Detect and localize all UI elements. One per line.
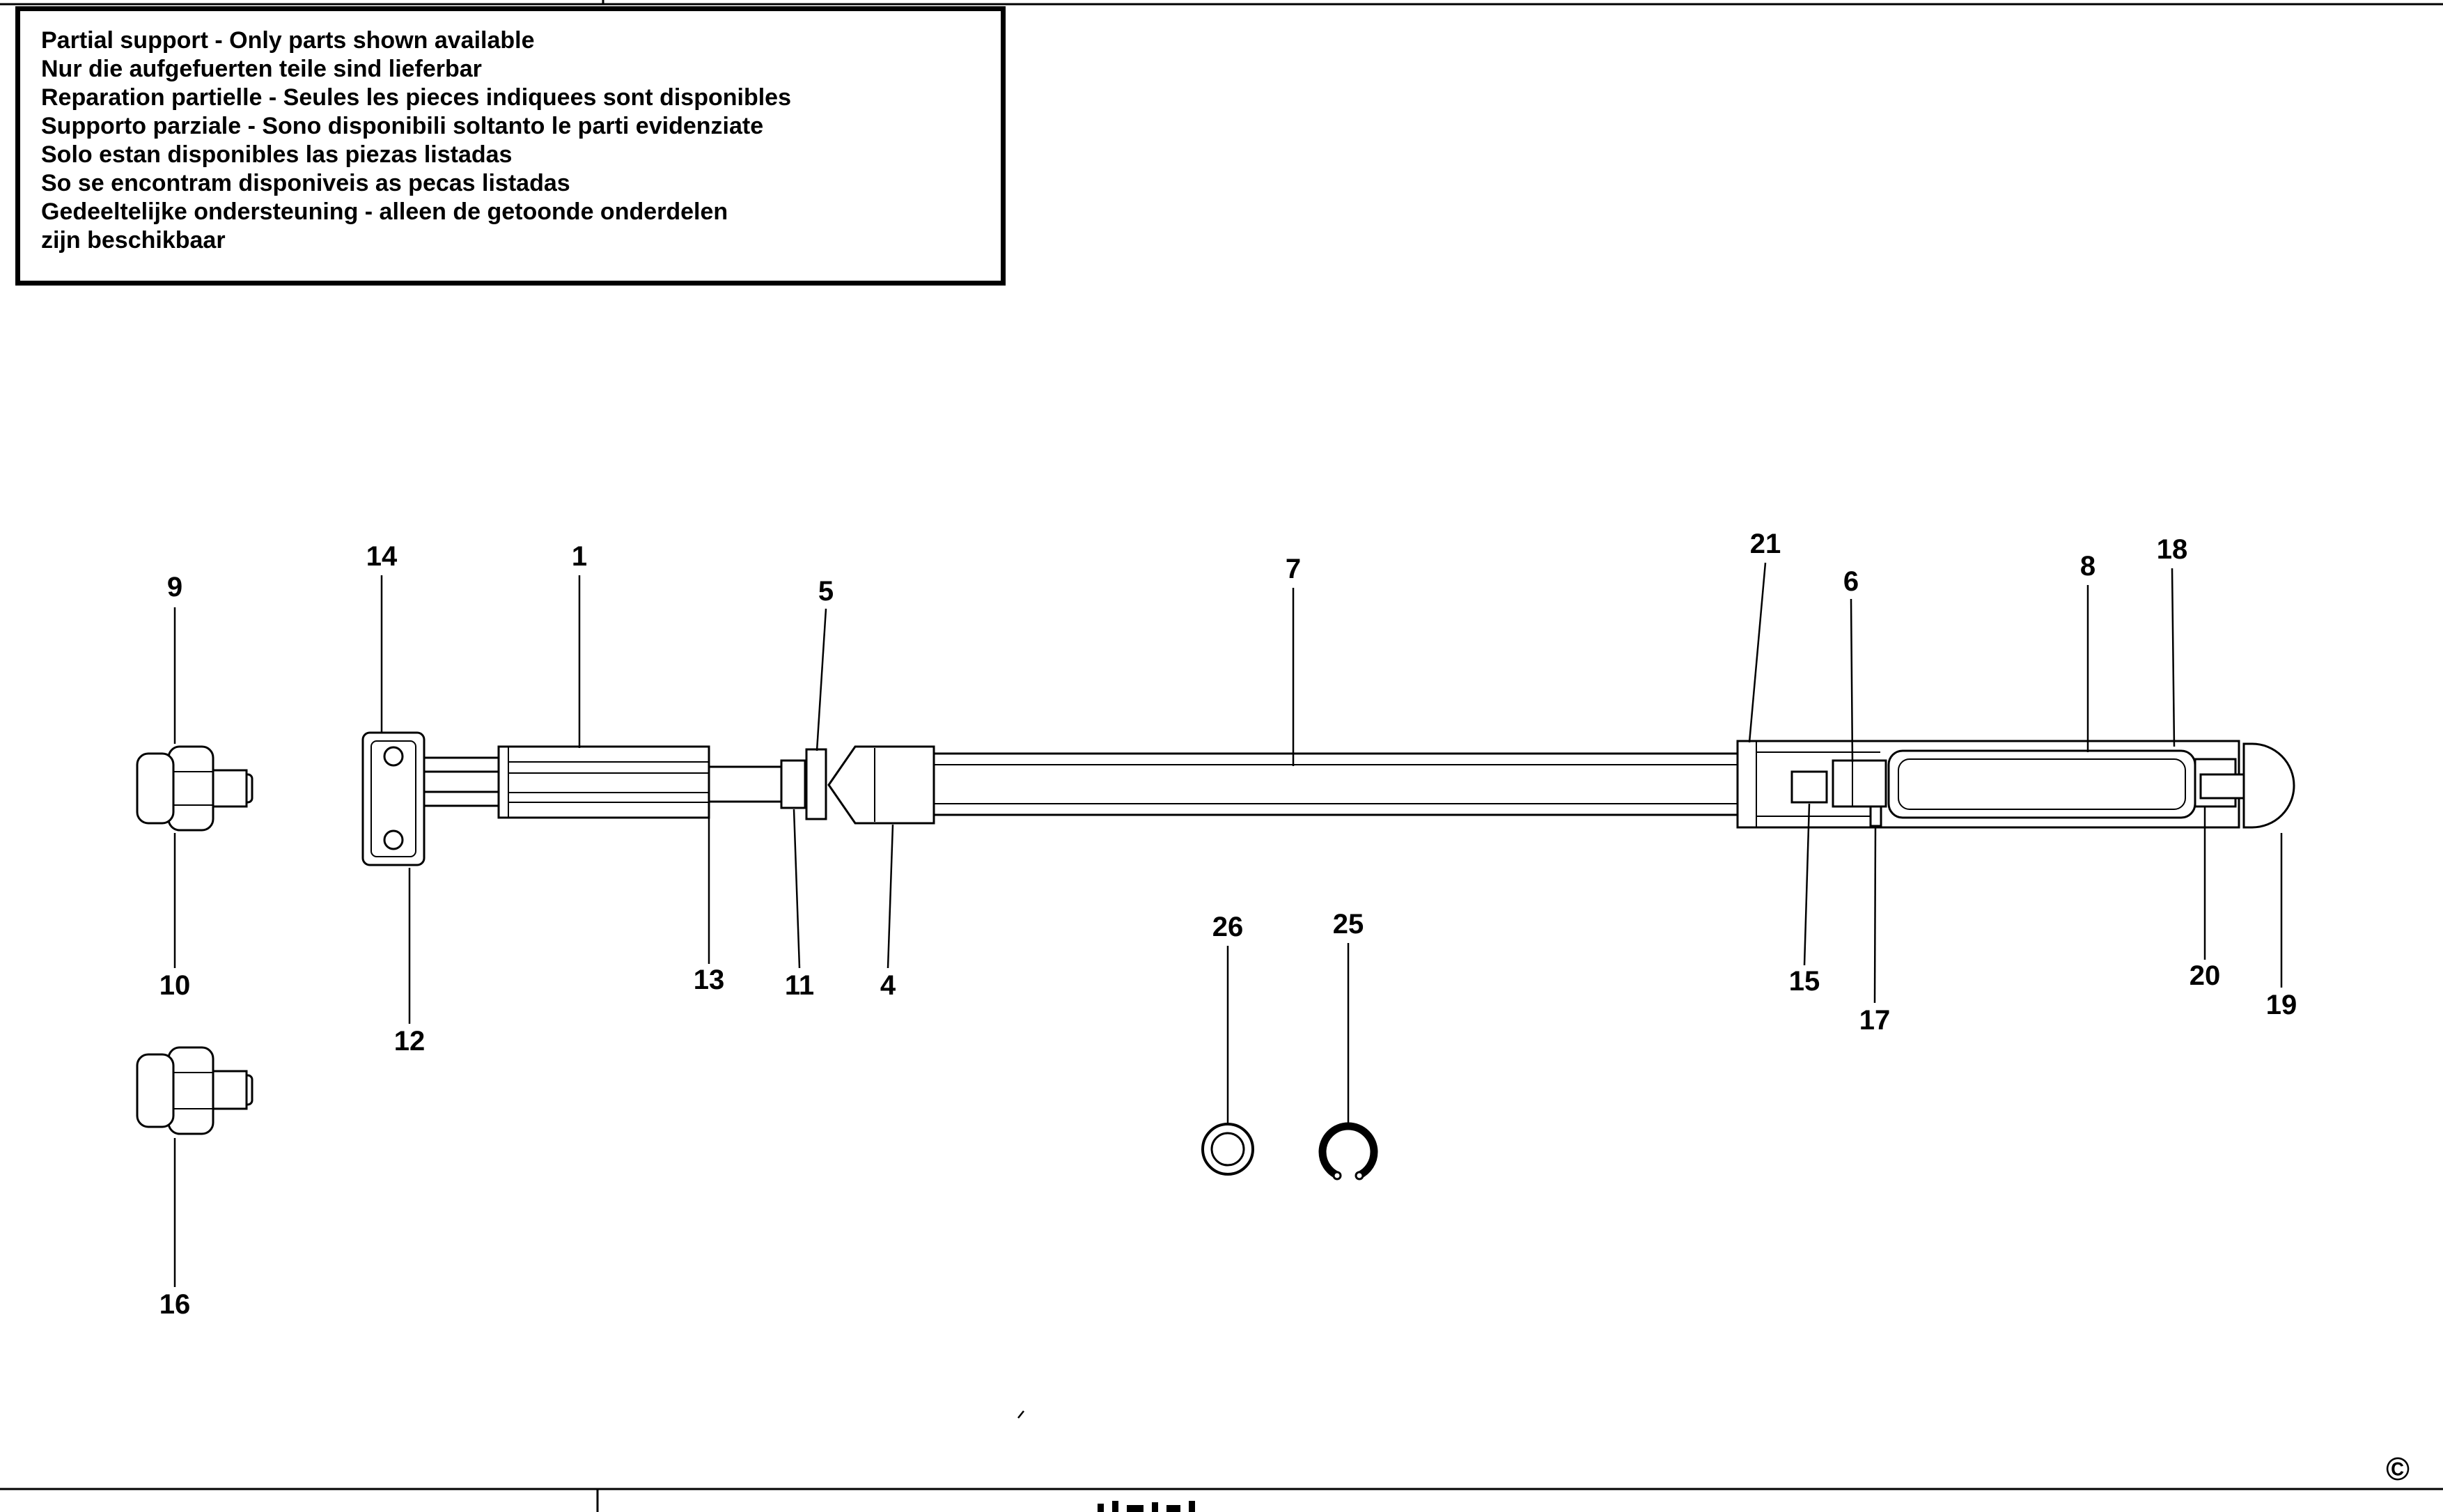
part-main-tube (932, 752, 1747, 816)
stray-mark (1017, 1410, 1024, 1419)
part-label-1: 1 (572, 541, 587, 572)
part-spring-housing (497, 745, 710, 819)
notice-line-de: Nur die aufgefuerten teile sind lieferba… (41, 56, 482, 82)
part-label-25: 25 (1333, 909, 1364, 940)
part-o-ring (1201, 1123, 1254, 1176)
part-label-15: 15 (1789, 966, 1820, 997)
part-label-5: 5 (818, 576, 834, 607)
part-label-4: 4 (880, 970, 896, 1001)
part-label-8: 8 (2080, 551, 2095, 582)
part-label-12: 12 (394, 1026, 426, 1057)
part-label-9: 9 (167, 572, 182, 602)
leader-line-18 (2171, 568, 2176, 747)
part-retaining-clip (1318, 1122, 1378, 1182)
part-adapter-upper (136, 745, 253, 832)
part-label-18: 18 (2157, 534, 2188, 565)
leader-lines (173, 562, 2283, 1287)
partial-support-notice: Partial support - Only parts shown avail… (15, 6, 1006, 286)
notice-line-en: Partial support - Only parts shown avail… (41, 27, 535, 54)
notice-line-es: Solo estan disponibles las piezas listad… (41, 141, 513, 168)
copyright-mark: © (2386, 1451, 2410, 1487)
part-label-26: 26 (1212, 912, 1244, 942)
part-label-14: 14 (366, 541, 398, 572)
notice-line-fr: Reparation partielle - Seules les pieces… (41, 84, 791, 111)
notice-line-nl-2: zijn beschikbaar (41, 227, 226, 254)
leader-line-4 (887, 824, 894, 969)
notice-line-nl-1: Gedeeltelijke ondersteuning - alleen de … (41, 198, 728, 225)
cutoff-text-fragment (1098, 1501, 1195, 1512)
leader-line-11 (793, 809, 801, 969)
part-label-20: 20 (2190, 960, 2221, 991)
part-label-17: 17 (1859, 1005, 1891, 1036)
part-label-10: 10 (159, 970, 191, 1001)
part-adapter-lower (136, 1046, 253, 1135)
part-label-7: 7 (1286, 554, 1301, 584)
leader-line-21 (1748, 562, 1767, 743)
part-grip (1887, 749, 2196, 819)
part-label-16: 16 (159, 1289, 191, 1320)
part-pin-17 (1869, 805, 1882, 827)
part-label-19: 19 (2266, 990, 2297, 1020)
part-washer-11 (780, 759, 806, 809)
part-block-15 (1790, 770, 1828, 804)
part-number-labels: 9 10 16 14 12 1 13 11 5 4 7 26 25 21 6 1… (159, 529, 2297, 1320)
part-label-13: 13 (694, 965, 725, 995)
leader-line-6 (1850, 598, 1854, 763)
part-label-6: 6 (1843, 566, 1859, 597)
part-washer-5 (805, 748, 827, 820)
part-rails (423, 756, 502, 807)
part-block-6 (1832, 759, 1887, 808)
part-pivot-block (827, 745, 935, 825)
part-label-21: 21 (1750, 529, 1781, 559)
part-end-cap (2242, 742, 2295, 829)
part-label-11: 11 (785, 970, 814, 1001)
notice-line-it: Supporto parziale - Sono disponibili sol… (41, 113, 764, 139)
leader-line-5 (815, 608, 827, 751)
notice-line-pt: So se encontram disponiveis as pecas lis… (41, 170, 570, 196)
part-head-bracket (361, 731, 426, 866)
leader-line-15 (1803, 803, 1811, 966)
